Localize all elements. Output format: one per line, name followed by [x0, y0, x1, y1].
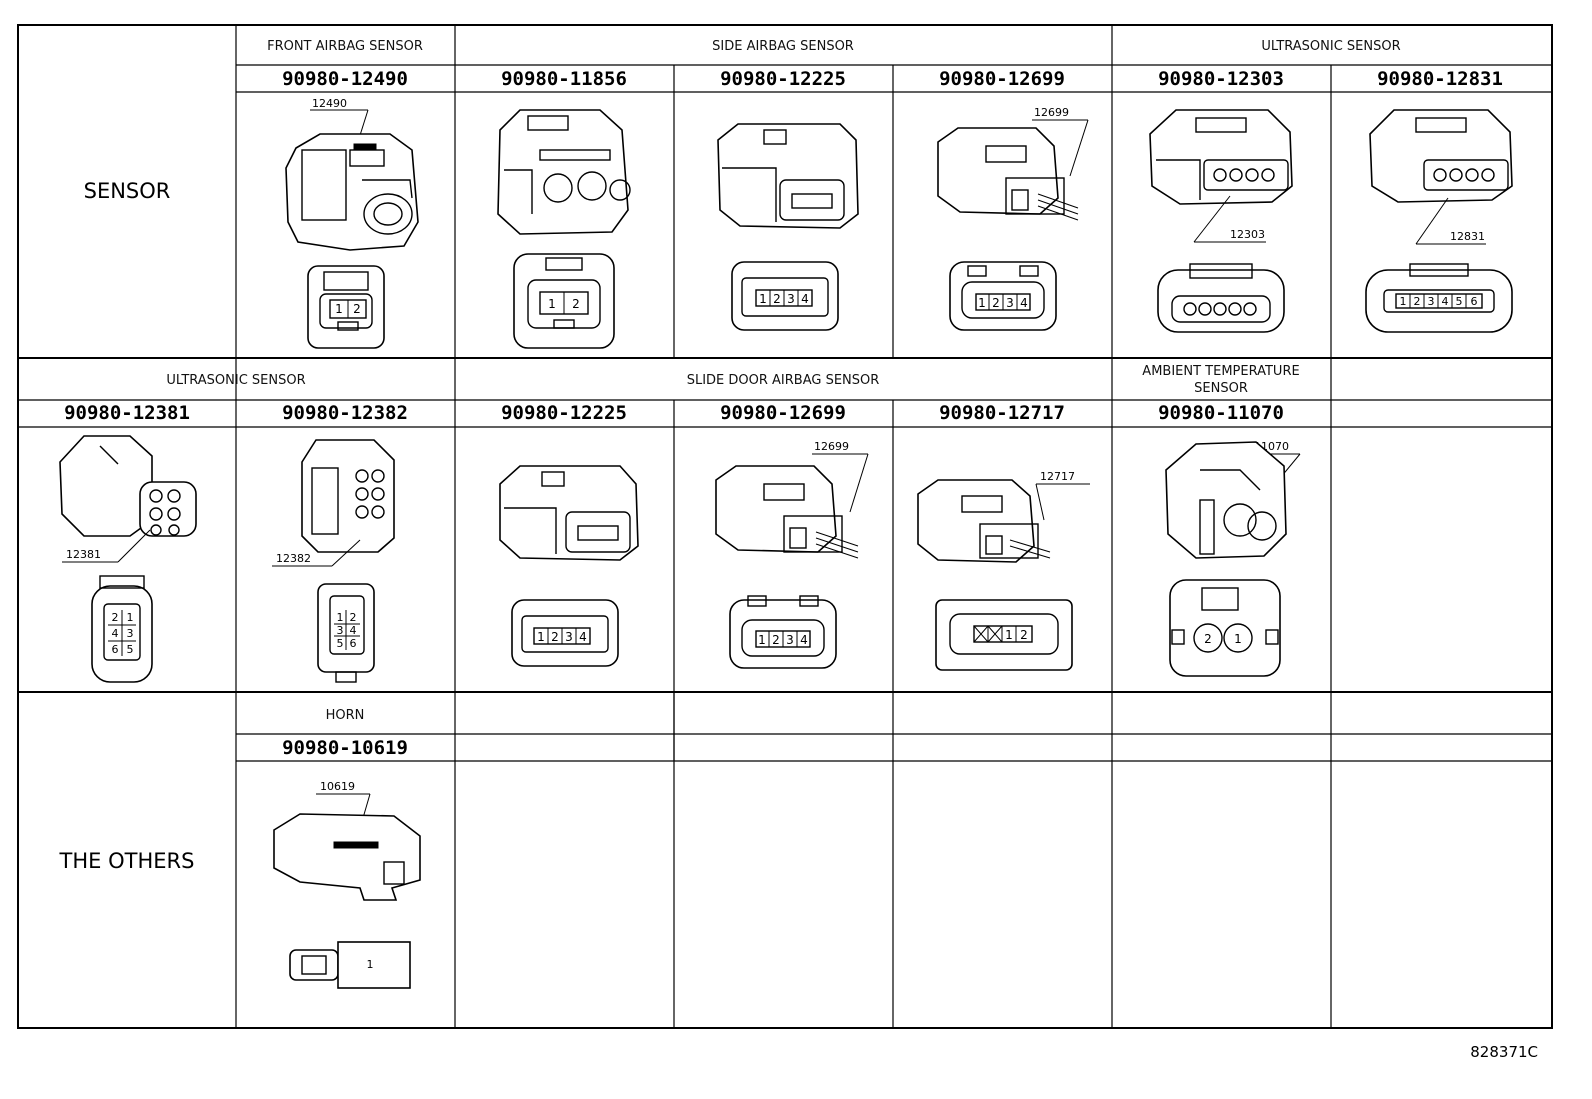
connector-illustration: 11070 2 1	[1165, 440, 1301, 677]
pin-label: 2	[1020, 628, 1028, 642]
pin-label: 2	[112, 611, 119, 624]
connector-illustration: 12831 1 2 3 4 5 6	[1365, 109, 1513, 333]
pin-label: 6	[1471, 295, 1478, 308]
pin-label: 1	[337, 611, 344, 624]
connector-illustration: 12303	[1149, 109, 1293, 333]
pin-label: 5	[1456, 295, 1463, 308]
part-number: 90980-12381	[64, 402, 190, 424]
pin-label: 2	[992, 296, 1000, 310]
pin-label: 1	[127, 611, 134, 624]
group-ambient-temperature-sensor: AMBIENT TEMPERATURE	[1142, 364, 1299, 379]
group-ultrasonic-sensor: ULTRASONIC SENSOR	[1261, 39, 1400, 54]
callout-label: 12382	[276, 552, 311, 565]
pin-label: 2	[551, 630, 559, 644]
pin-label: 4	[112, 627, 119, 640]
category-the-others: THE OTHERS	[59, 849, 195, 873]
connector-illustration: 1 2	[497, 109, 631, 349]
connector-illustration: 1 2 3 4	[717, 123, 859, 331]
callout-label: 12699	[1034, 106, 1069, 119]
table-grid	[17, 24, 1553, 1029]
connector-illustration: 12699 1 2 3 4	[715, 440, 869, 669]
drawing-reference: 828371C	[1470, 1043, 1538, 1061]
pin-label: 5	[337, 637, 344, 650]
group-slide-door-airbag-sensor: SLIDE DOOR AIRBAG SENSOR	[687, 373, 880, 388]
pin-label: 6	[112, 643, 119, 656]
connector-illustration: 10619 1	[273, 780, 421, 989]
part-number: 90980-12717	[939, 402, 1065, 424]
pin-label: 1	[537, 630, 545, 644]
pin-label: 3	[337, 624, 344, 637]
pin-label: 1	[367, 958, 374, 971]
callout-label: 12831	[1450, 230, 1485, 243]
pin-label: 5	[127, 643, 134, 656]
pin-label: 4	[800, 633, 808, 647]
pin-label: 2	[772, 633, 780, 647]
part-number: 90980-11856	[501, 68, 627, 90]
group-side-airbag-sensor: SIDE AIRBAG SENSOR	[712, 39, 854, 54]
connector-illustration: 12699 1 2 3 4	[937, 106, 1089, 331]
part-number: 90980-12382	[282, 402, 408, 424]
connector-illustration: 12717 1 2	[917, 470, 1090, 671]
callout-label: 12490	[312, 97, 347, 110]
part-number: 90980-12699	[939, 68, 1065, 90]
callout-label: 12381	[66, 548, 101, 561]
pin-label: 3	[565, 630, 573, 644]
pin-label: 2	[353, 302, 361, 316]
part-number: 90980-12831	[1377, 68, 1503, 90]
pin-label: 4	[801, 292, 809, 306]
pin-label: 4	[579, 630, 587, 644]
group-ambient-temperature-sensor-line2: SENSOR	[1194, 381, 1248, 396]
category-sensor: SENSOR	[84, 179, 171, 203]
connector-illustration: 12490 1 2	[285, 97, 419, 349]
pin-label: 1	[335, 302, 343, 316]
callout-label: 12717	[1040, 470, 1075, 483]
part-number: 90980-12699	[720, 402, 846, 424]
callout-label: 12303	[1230, 228, 1265, 241]
part-number: 90980-10619	[282, 737, 408, 759]
pin-label: 1	[1005, 628, 1013, 642]
group-front-airbag-sensor: FRONT AIRBAG SENSOR	[267, 39, 423, 54]
pin-label: 1	[548, 297, 556, 311]
pin-label: 4	[1020, 296, 1028, 310]
callout-label: 12699	[814, 440, 849, 453]
part-number: 90980-12490	[282, 68, 408, 90]
pin-label: 3	[1428, 295, 1435, 308]
connector-illustration: 12382 1 2 3 4 5 6	[272, 439, 395, 683]
connector-illustration: 1 2 3 4	[499, 465, 639, 667]
outer-border	[17, 24, 1553, 1029]
part-number: 90980-12225	[501, 402, 627, 424]
pin-label: 1	[758, 633, 766, 647]
pin-label: 1	[1234, 632, 1242, 646]
pin-label: 2	[1204, 632, 1212, 646]
pin-label: 1	[1400, 295, 1407, 308]
part-number: 90980-12303	[1158, 68, 1284, 90]
pin-label: 2	[1414, 295, 1421, 308]
pin-label: 3	[786, 633, 794, 647]
pin-label: 3	[1006, 296, 1014, 310]
part-number: 90980-12225	[720, 68, 846, 90]
callout-label: 10619	[320, 780, 355, 793]
connector-illustration: 12381 2 1 4 3 6 5	[59, 435, 197, 683]
pin-label: 1	[978, 296, 986, 310]
pin-label: 3	[787, 292, 795, 306]
pin-label: 4	[350, 624, 357, 637]
pin-label: 4	[1442, 295, 1449, 308]
pin-label: 6	[350, 637, 357, 650]
group-ultrasonic-sensor: ULTRASONIC SENSOR	[166, 373, 305, 388]
pin-label: 2	[572, 297, 580, 311]
pin-label: 2	[350, 611, 357, 624]
group-horn: HORN	[326, 708, 365, 723]
pin-label: 2	[773, 292, 781, 306]
pin-label: 1	[759, 292, 767, 306]
pin-label: 3	[127, 627, 134, 640]
part-number: 90980-11070	[1158, 402, 1284, 424]
